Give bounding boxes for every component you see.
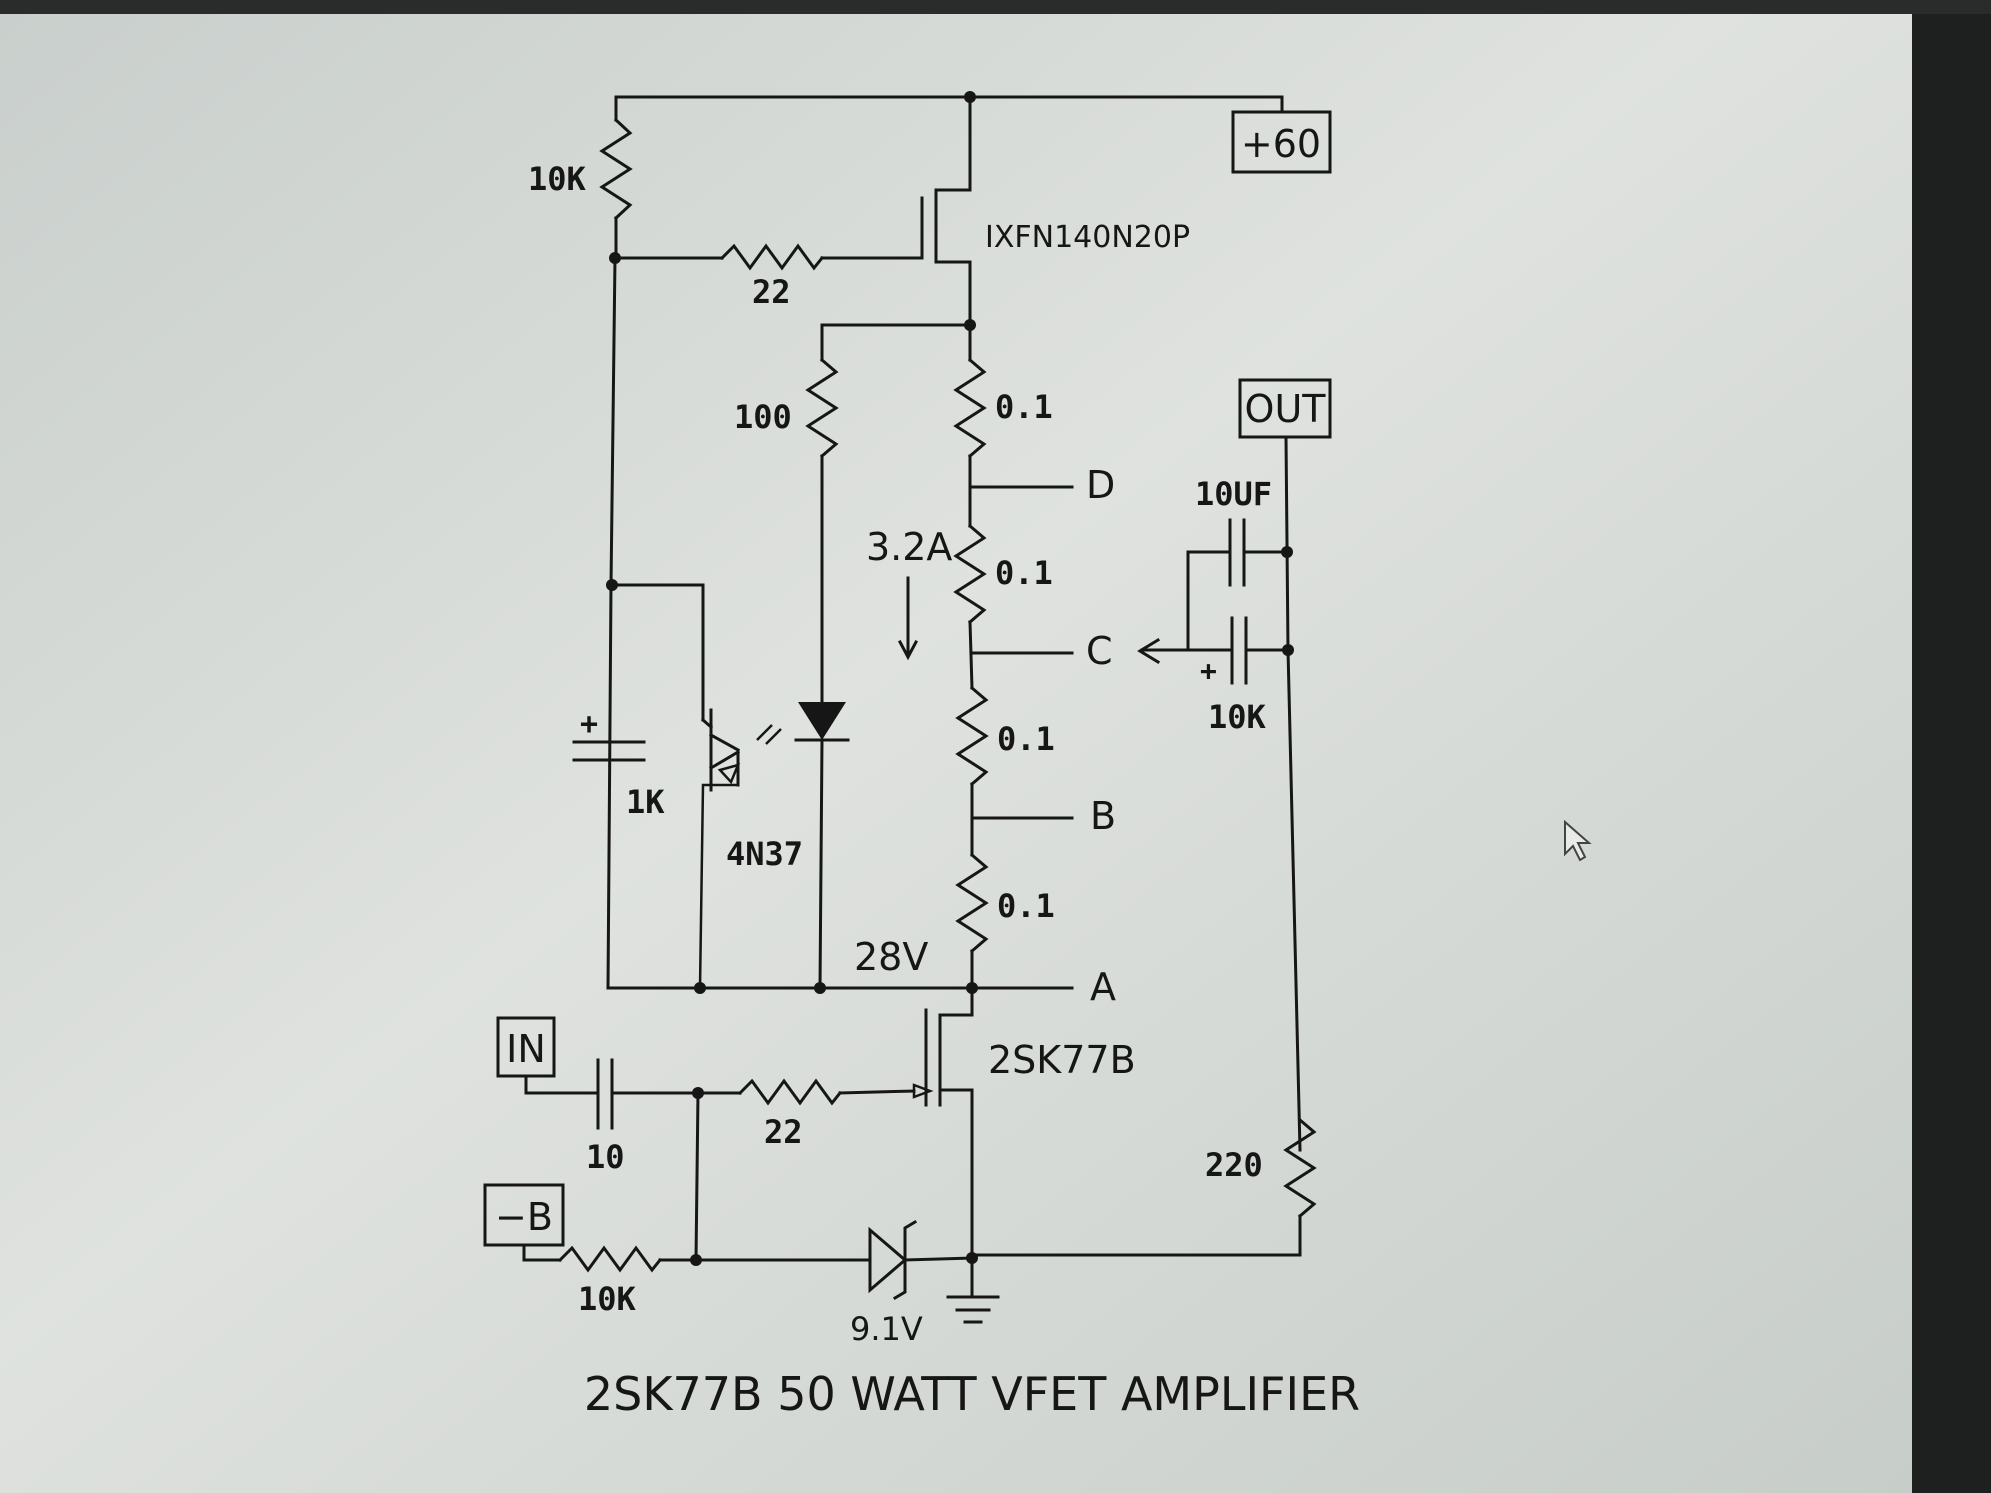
tap-d-label: D: [1086, 463, 1115, 507]
label-vfet: 2SK77B: [988, 1038, 1136, 1082]
mosfet-symbol: [920, 95, 972, 327]
wire: [968, 620, 974, 690]
wire: [820, 323, 972, 362]
wire: [694, 1091, 700, 1262]
label-opto: 4N37: [726, 835, 803, 873]
svg-text:−B: −B: [495, 1195, 553, 1239]
resistor-100: [805, 357, 839, 459]
label-r-01-2: 0.1: [995, 554, 1053, 592]
wire: [938, 986, 974, 1032]
resistor-10k-bias: [557, 1245, 663, 1273]
svg-text:+: +: [1200, 654, 1217, 687]
arrow-to-c: [1137, 637, 1161, 665]
svg-text:IN: IN: [506, 1027, 546, 1071]
resistor-22-input: [737, 1078, 843, 1106]
screen-surface: [0, 14, 1912, 1493]
wire: [522, 1243, 562, 1262]
tap-b-label: B: [1090, 794, 1116, 838]
terminal-out[interactable]: OUT: [1238, 378, 1332, 439]
label-r-01-3: 0.1: [997, 720, 1055, 758]
svg-text:+: +: [580, 707, 598, 742]
capacitor-1k: +: [572, 707, 646, 762]
label-r-in-22: 22: [764, 1113, 803, 1151]
label-mosfet: IXFN140N20P: [985, 220, 1190, 255]
label-cap-in: 10: [586, 1138, 625, 1176]
label-r-gate: 22: [752, 273, 791, 311]
mouse-cursor-icon: [1564, 819, 1592, 862]
wire-top-rail: [614, 95, 1284, 114]
label-r-01-1: 0.1: [995, 388, 1053, 426]
top-bezel: [0, 0, 1991, 14]
tap-a-label: A: [1090, 965, 1116, 1009]
schematic: +60 10K 22 IXFN140N20P 100: [483, 91, 1360, 1421]
resistor-0-1-d: [955, 852, 989, 954]
label-r-top: 10K: [528, 160, 587, 198]
label-r-100: 100: [734, 398, 792, 436]
label-r-220: 220: [1205, 1146, 1263, 1184]
label-zener: 9.1V: [850, 1310, 923, 1348]
label-cap-1k: 1K: [626, 783, 665, 821]
label-cap-10uf: 10UF: [1195, 475, 1272, 513]
resistor-10k-top: [599, 117, 633, 221]
capacitor-10uf: [1186, 518, 1289, 652]
label-28v: 28V: [854, 935, 928, 979]
label-r-10k-out: 10K: [1208, 698, 1267, 736]
resistor-0-1-c: [955, 685, 989, 787]
resistor-0-1-b: [953, 523, 987, 625]
vfet-2sk77b: [912, 1008, 974, 1257]
terminal-vplus[interactable]: +60: [1231, 110, 1332, 174]
ground-symbol: [946, 1256, 1000, 1324]
resistor-0-1-a: [953, 357, 987, 459]
label-r-01-4: 0.1: [997, 887, 1055, 925]
svg-text:OUT: OUT: [1245, 387, 1327, 431]
capacitor-10k: +: [1140, 616, 1290, 687]
wire: [838, 1089, 916, 1095]
wire: [818, 738, 824, 990]
label-r-bias: 10K: [578, 1280, 637, 1318]
optocoupler-4n37: [698, 708, 782, 989]
diagram-title: 2SK77B 50 WATT VFET AMPLIFIER: [584, 1367, 1360, 1421]
wire: [970, 1214, 1302, 1257]
tap-c-label: C: [1086, 629, 1113, 673]
wire-opto-collector: [610, 583, 705, 722]
resistor-220: [1283, 1117, 1317, 1219]
node: [814, 982, 826, 994]
label-current: 3.2A: [866, 525, 952, 569]
current-arrowhead: [897, 639, 919, 661]
svg-text:+60: +60: [1241, 122, 1321, 166]
resistor-22-gate: [719, 243, 825, 271]
wire: [903, 1256, 974, 1262]
wire: [524, 1074, 600, 1095]
terminal-in[interactable]: IN: [496, 1016, 556, 1078]
